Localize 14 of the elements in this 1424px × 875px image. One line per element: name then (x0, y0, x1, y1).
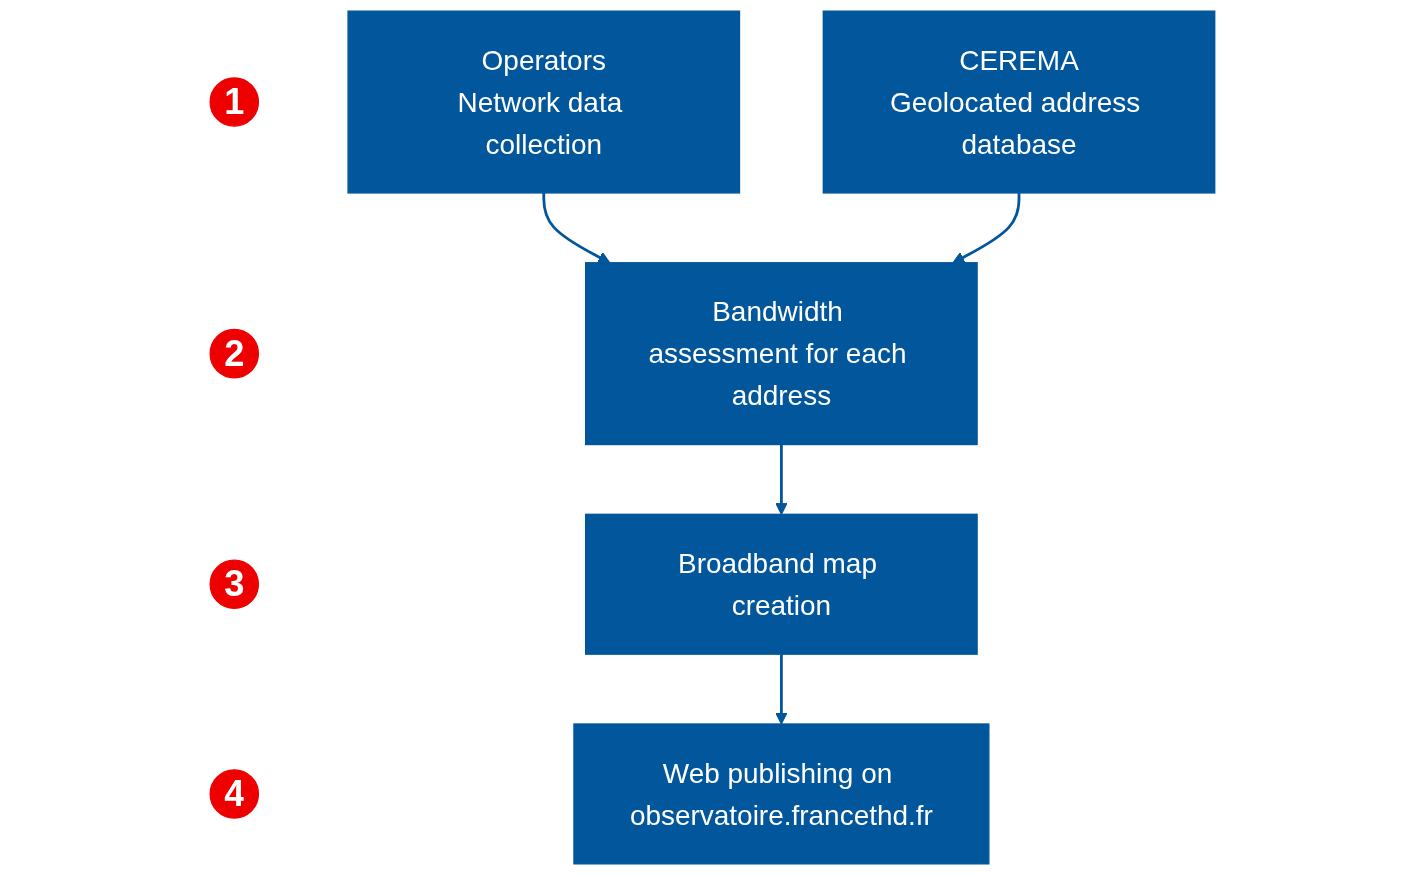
node-box (584, 513, 978, 655)
arrow (952, 192, 1020, 264)
node-circle (209, 769, 259, 819)
node-circle (209, 328, 259, 379)
arrow (774, 654, 788, 725)
flowchart: 1 Operators Network data collection CEREMA Geolocated address database 2 Bandwidth assessment for each address 3 Broadband map creation 4 Web publishing on observatoire.francethd.fr (198, 0, 1226, 875)
node-circle (209, 559, 259, 610)
node-box (822, 10, 1215, 194)
node-box (572, 723, 990, 865)
node-box (584, 262, 978, 446)
node-circle (209, 77, 259, 127)
arrow (541, 192, 610, 264)
arrow (774, 444, 788, 515)
node-box (346, 10, 740, 194)
